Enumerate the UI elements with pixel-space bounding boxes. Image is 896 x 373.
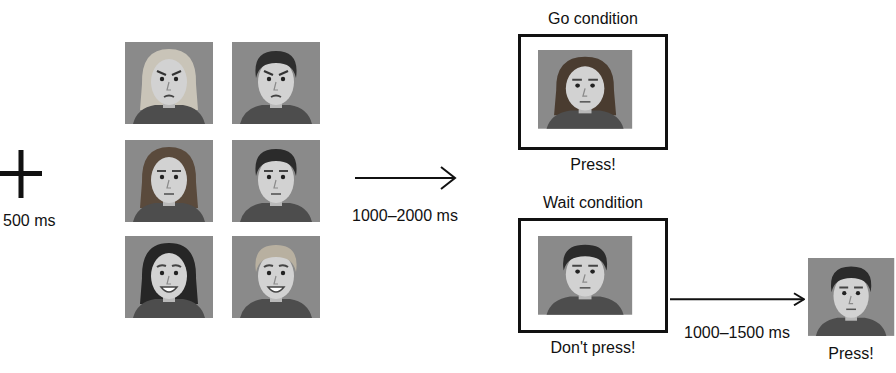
face-photo	[125, 140, 213, 222]
face-photo	[125, 236, 213, 318]
face-photo	[232, 42, 320, 124]
wait-frame: Wait conditionDon't press!	[518, 218, 668, 333]
condition-title: Go condition	[548, 9, 638, 28]
condition-title: Wait condition	[543, 193, 643, 212]
response-instruction: Press!	[828, 344, 873, 363]
response-instruction: Press!	[570, 155, 615, 174]
face-photo	[808, 258, 894, 336]
duration-label: 1000–1500 ms	[684, 323, 790, 342]
go-frame: Go conditionPress!	[518, 34, 668, 150]
duration-label: 1000–2000 ms	[352, 206, 458, 225]
face-photo	[232, 140, 320, 222]
face-photo	[538, 236, 632, 315]
time-arrow	[670, 298, 804, 300]
response-instruction: Don't press!	[551, 338, 636, 357]
face-photo	[125, 42, 213, 124]
duration-label: 500 ms	[3, 211, 55, 230]
face-photo	[232, 236, 320, 318]
target-face: Press!	[808, 258, 894, 336]
face-photo	[538, 50, 632, 129]
fixation-cross	[0, 150, 42, 198]
time-arrow	[355, 167, 455, 189]
